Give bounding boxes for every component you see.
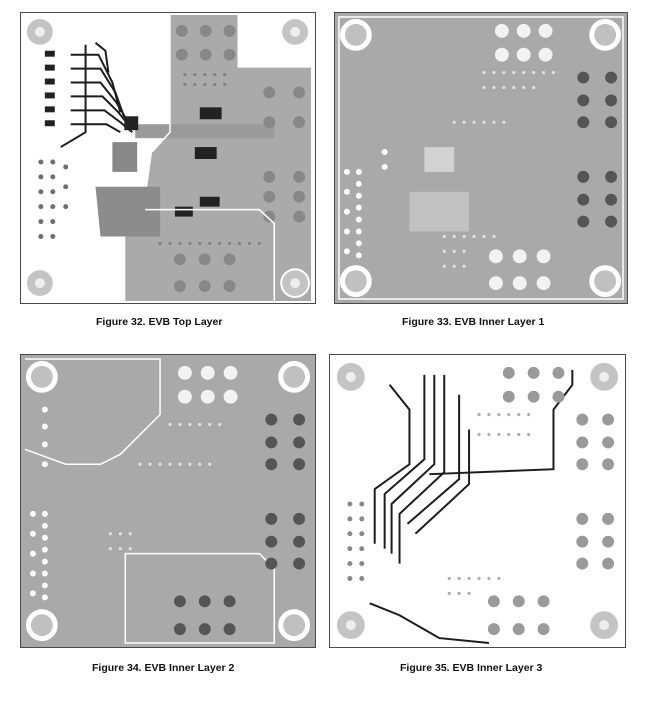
figure-32-caption: Figure 32. EVB Top Layer xyxy=(96,316,223,328)
pcb-inner-layer-2-image xyxy=(20,354,316,648)
pcb-inner-layer-2-drawing xyxy=(21,355,315,647)
figure-34-caption: Figure 34. EVB Inner Layer 2 xyxy=(92,662,235,674)
pcb-inner-layer-1-image xyxy=(334,12,628,304)
figure-35-caption: Figure 35. EVB Inner Layer 3 xyxy=(400,662,543,674)
pcb-inner-layer-3-drawing xyxy=(330,355,625,647)
pcb-top-layer-image xyxy=(20,12,316,304)
pcb-inner-layer-3-image xyxy=(329,354,626,648)
pcb-inner-layer-1-drawing xyxy=(335,13,627,303)
figure-33-caption: Figure 33. EVB Inner Layer 1 xyxy=(402,316,545,328)
pcb-top-layer-drawing xyxy=(21,13,315,303)
